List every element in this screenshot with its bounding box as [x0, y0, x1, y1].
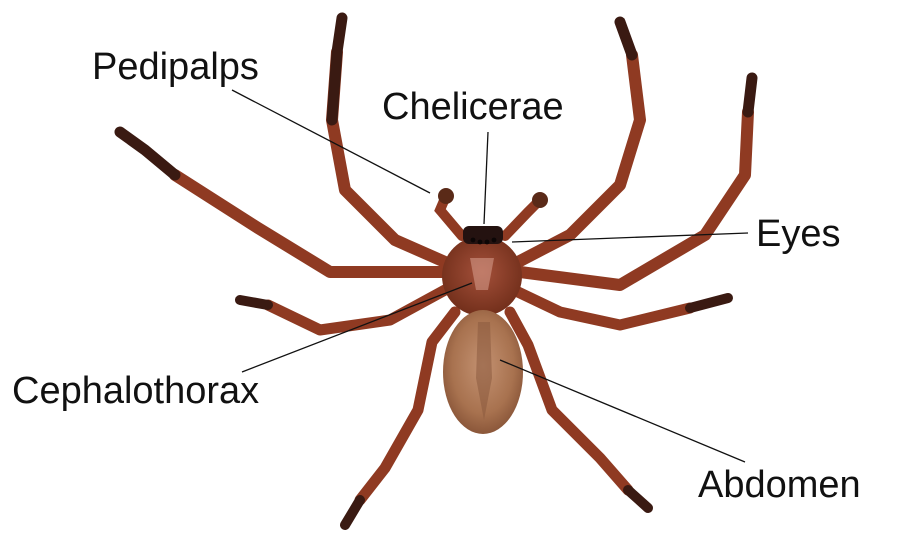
leg-left-4 [345, 312, 455, 525]
label-abdomen: Abdomen [698, 466, 861, 504]
leg-left-2 [120, 132, 442, 272]
chelicerae-shape [463, 226, 503, 244]
leg-right-1 [518, 22, 640, 262]
leg-left-1 [332, 18, 445, 262]
leader-line-chelicerae [484, 132, 488, 224]
leg-right-4 [510, 312, 648, 508]
label-pedipalps: Pedipalps [92, 48, 259, 86]
pedipalp-left [438, 188, 462, 236]
leader-line-eyes [512, 233, 748, 242]
leader-line-abdomen [500, 360, 745, 462]
leg-left-3 [240, 290, 445, 330]
label-eyes: Eyes [756, 215, 840, 253]
label-cephalothorax: Cephalothorax [12, 372, 259, 410]
pedipalp-right [505, 192, 548, 236]
label-chelicerae: Chelicerae [382, 88, 564, 126]
leg-right-3 [518, 292, 728, 325]
